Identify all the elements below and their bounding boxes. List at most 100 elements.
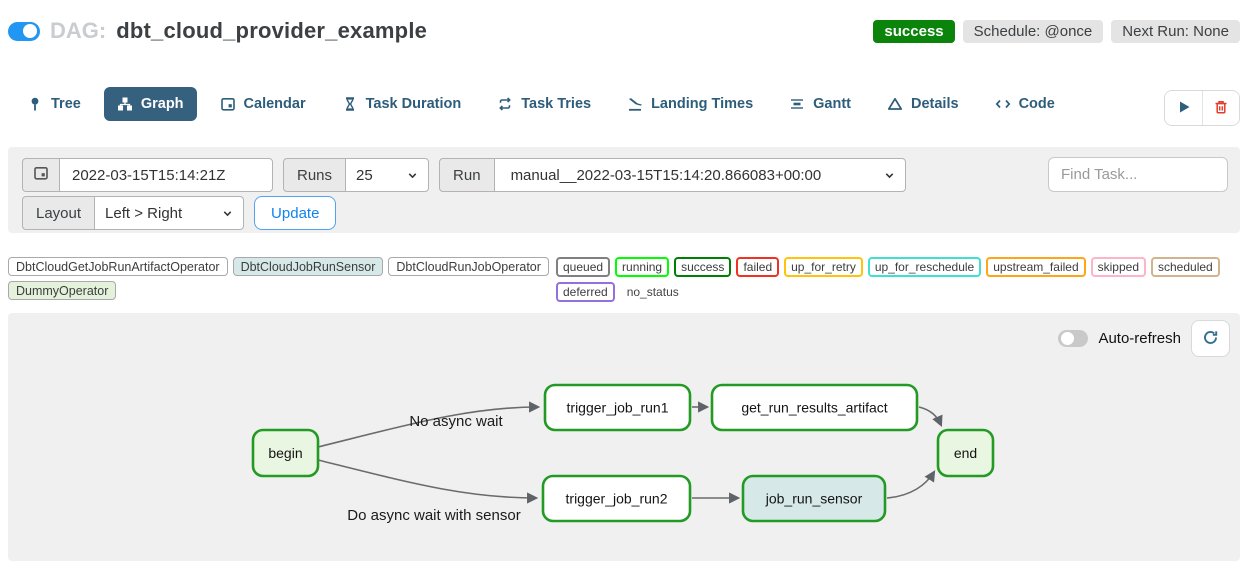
status-legend-item: deferred	[556, 282, 615, 302]
calendar-icon	[220, 96, 236, 112]
runs-label: Runs	[283, 158, 347, 192]
status-legend-item: running	[615, 257, 670, 277]
runs-count-select[interactable]: 25	[345, 158, 430, 192]
refresh-icon	[1202, 329, 1219, 349]
dag-node-job_run_sensor[interactable]: job_run_sensor	[741, 474, 887, 523]
dag-node-begin[interactable]: begin	[251, 428, 320, 478]
tab-details[interactable]: Details	[874, 87, 972, 121]
update-button[interactable]: Update	[254, 196, 337, 230]
execution-date-input[interactable]	[59, 158, 273, 192]
dag-node-rect	[541, 474, 692, 523]
dag-node-rect	[251, 428, 320, 478]
graph-controls: Auto-refresh	[1058, 320, 1230, 357]
repeat-icon	[497, 96, 513, 112]
run-label: Run	[439, 158, 495, 192]
status-legend-item: up_for_reschedule	[867, 257, 982, 277]
run-select-value: manual__2022-03-15T15:14:20.866083+00:00	[510, 166, 822, 184]
run-group: Run manual__2022-03-15T15:14:20.866083+0…	[439, 158, 906, 192]
tab-label: Tree	[51, 96, 81, 112]
dag-prefix-label: DAG:	[50, 18, 107, 43]
tree-icon	[27, 96, 43, 112]
status-legend-item: failed	[736, 257, 780, 277]
tab-label: Calendar	[243, 96, 306, 112]
tab-tree[interactable]: Tree	[14, 87, 94, 121]
dag-node-label: trigger_job_run2	[566, 491, 668, 507]
trash-icon	[1213, 99, 1229, 118]
dag-edge-begin-to-trigger_job_run2	[317, 459, 539, 504]
tab-graph[interactable]: Graph	[103, 87, 197, 121]
dag-node-get_run_results_artifact[interactable]: get_run_results_artifact	[710, 383, 919, 432]
operator-legend-item: DbtCloudGetJobRunArtifactOperator	[8, 257, 228, 276]
status-legend-item: skipped	[1090, 257, 1146, 277]
operator-legend-item: DummyOperator	[8, 281, 117, 300]
calendar-icon	[33, 165, 49, 185]
chevron-down-icon	[222, 208, 233, 219]
operator-legend-item: DbtCloudRunJobOperator	[388, 257, 549, 276]
dag-node-trigger_job_run1[interactable]: trigger_job_run1	[543, 383, 692, 432]
runs-group: Runs 25	[283, 158, 430, 192]
chevron-down-icon	[407, 170, 418, 181]
toggle-knob	[23, 24, 37, 38]
operator-legend-item: DbtCloudJobRunSensor	[232, 257, 384, 276]
run-select[interactable]: manual__2022-03-15T15:14:20.866083+00:00	[493, 158, 906, 192]
dag-node-label: trigger_job_run1	[567, 400, 669, 416]
auto-refresh-toggle[interactable]	[1058, 330, 1089, 347]
filter-bar: Runs 25 Run manual__2022-03-15T15:14:20.…	[8, 147, 1240, 233]
status-legend-item: up_for_retry	[784, 257, 863, 277]
dag-node-rect	[710, 383, 919, 432]
dag-pause-toggle[interactable]	[8, 21, 40, 41]
dag-edge-get_run_results_artifact-to-end	[918, 406, 943, 428]
toggle-knob	[1061, 332, 1075, 345]
layout-select[interactable]: Left > Right	[94, 196, 245, 230]
tab-label: Gantt	[813, 96, 851, 112]
status-badge: success	[873, 20, 955, 43]
dag-node-label: begin	[268, 445, 302, 461]
chevron-down-icon	[884, 170, 895, 181]
runs-count-value: 25	[356, 166, 373, 184]
dag-node-trigger_job_run2[interactable]: trigger_job_run2	[541, 474, 692, 523]
gantt-icon	[789, 96, 805, 112]
filter-row-1: Runs 25 Run manual__2022-03-15T15:14:20.…	[22, 158, 906, 192]
status-legend-item: queued	[556, 257, 611, 277]
tab-task-tries[interactable]: Task Tries	[484, 87, 604, 121]
tab-gantt[interactable]: Gantt	[776, 87, 864, 121]
tab-landing-times[interactable]: Landing Times	[614, 87, 766, 121]
trigger-dag-button[interactable]	[1165, 91, 1202, 125]
hourglass-icon	[342, 96, 358, 112]
refresh-button[interactable]	[1191, 320, 1230, 357]
edge-label: No async wait	[409, 413, 503, 430]
dag-node-label: get_run_results_artifact	[741, 400, 887, 416]
dag-header: DAG: dbt_cloud_provider_example success …	[0, 0, 1248, 62]
dag-action-buttons	[1164, 90, 1240, 126]
delete-dag-button[interactable]	[1202, 91, 1239, 125]
find-task-input[interactable]	[1048, 157, 1228, 192]
dag-edge-job_run_sensor-to-end	[886, 470, 936, 499]
play-icon	[1176, 99, 1192, 118]
tab-code[interactable]: Code	[982, 87, 1068, 121]
status-legend-item: success	[674, 257, 732, 277]
auto-refresh-label: Auto-refresh	[1098, 330, 1181, 347]
tab-label: Details	[911, 96, 959, 112]
execution-date-group	[22, 158, 273, 192]
tab-label: Graph	[140, 96, 184, 112]
warning-triangle-icon	[887, 96, 903, 112]
view-tabs: Tree Graph Calendar Task Duration Task Tries…	[14, 87, 1068, 121]
dag-node-rect	[741, 474, 887, 523]
tab-task-duration[interactable]: Task Duration	[329, 87, 475, 121]
dag-edge-begin-to-trigger_job_run1	[317, 401, 541, 448]
code-icon	[995, 96, 1011, 112]
plane-landing-icon	[627, 96, 643, 112]
dag-node-end[interactable]: end	[936, 428, 995, 478]
filter-row-2: Layout Left > Right Update	[22, 196, 337, 230]
tab-label: Task Duration	[365, 96, 462, 112]
tab-calendar[interactable]: Calendar	[207, 87, 319, 121]
tab-label: Code	[1018, 96, 1055, 112]
dag-header-left: DAG: dbt_cloud_provider_example	[8, 18, 427, 44]
layout-group: Layout Left > Right	[22, 196, 245, 230]
tab-label: Task Tries	[521, 96, 592, 112]
datepicker-button[interactable]	[22, 158, 60, 192]
